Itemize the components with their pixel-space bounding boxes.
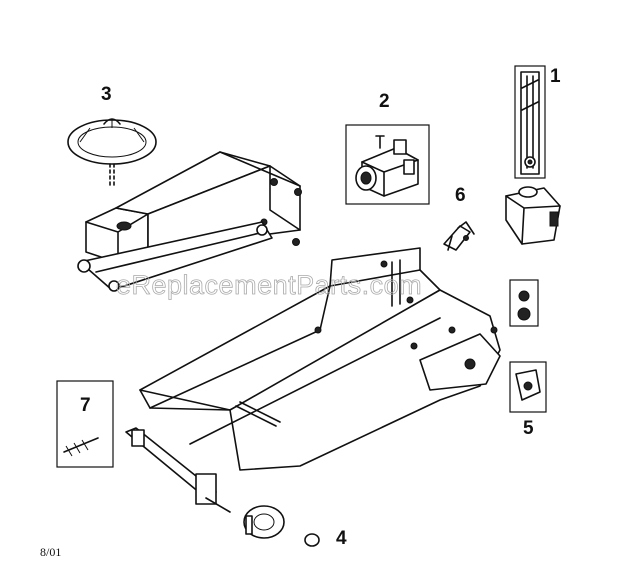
part-3-saddle-lift-arm xyxy=(67,118,302,292)
callout-1: 1 xyxy=(550,66,561,87)
callout-6: 6 xyxy=(455,185,466,206)
callout-3: 3 xyxy=(101,84,112,105)
part-5-seal-kit xyxy=(509,279,547,413)
callout-2: 2 xyxy=(379,91,390,112)
part-1-handle-socket xyxy=(505,65,561,245)
part-2-pump-assembly xyxy=(345,124,430,205)
part-6-clip xyxy=(443,221,475,251)
watermark: eReplacementParts.com xyxy=(116,270,422,300)
part-4-wheel xyxy=(243,505,320,547)
main-frame xyxy=(125,247,501,513)
date-code: 8/01 xyxy=(40,545,61,559)
part-7-pin xyxy=(56,380,114,468)
callout-4: 4 xyxy=(336,528,347,549)
callout-5: 5 xyxy=(523,418,534,439)
callout-7: 7 xyxy=(80,395,91,416)
